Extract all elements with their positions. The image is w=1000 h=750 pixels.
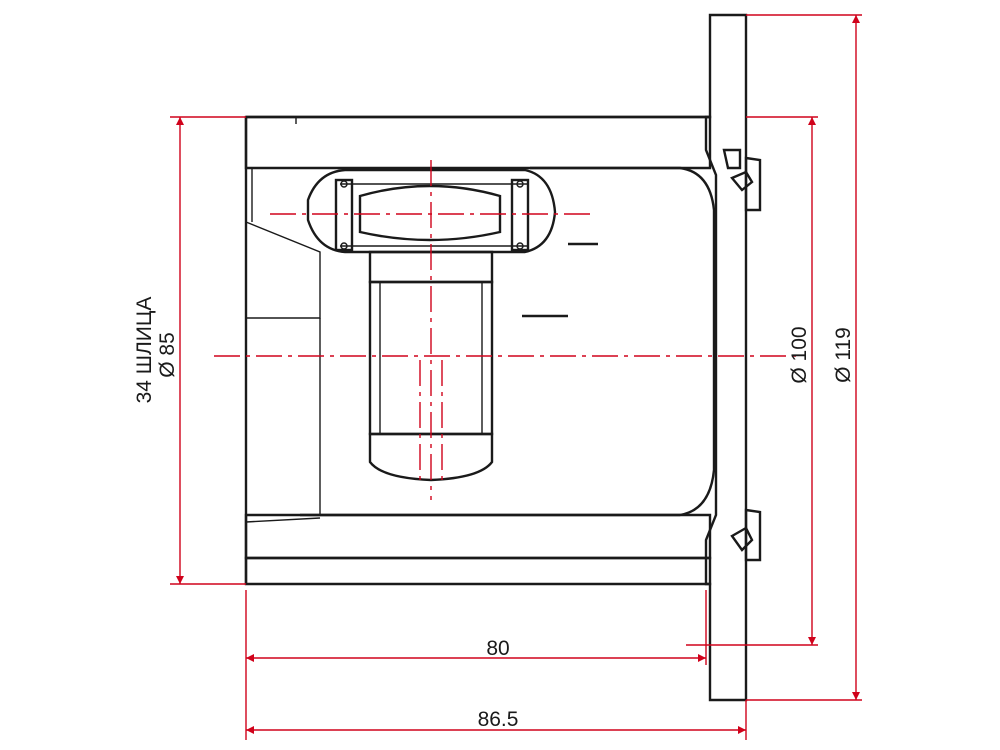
center-lines [214, 160, 800, 500]
dim-text-spline-diameter: Ø 85 [156, 332, 179, 378]
housing-top-wall [244, 115, 712, 170]
roller-ball [358, 184, 502, 242]
dim-text-spline-count: 34 ШЛИЦА [133, 297, 156, 404]
dim-text-86-5: 86.5 [478, 708, 519, 731]
housing-section [244, 115, 716, 586]
flange-plate [704, 13, 748, 702]
lower-pin [744, 508, 762, 562]
dim-text-bore-diameter: Ø 100 [788, 326, 811, 383]
inner-cavity [300, 166, 716, 517]
dim-text-flange-diameter: Ø 119 [832, 327, 855, 383]
upper-pin [744, 156, 762, 212]
dimension-lines [170, 14, 862, 740]
dim-text-80: 80 [486, 637, 509, 660]
outer-race [306, 168, 557, 254]
housing-bottom-lip [244, 556, 712, 586]
housing-bottom-wall [244, 513, 712, 560]
bearing-assembly [306, 168, 557, 254]
